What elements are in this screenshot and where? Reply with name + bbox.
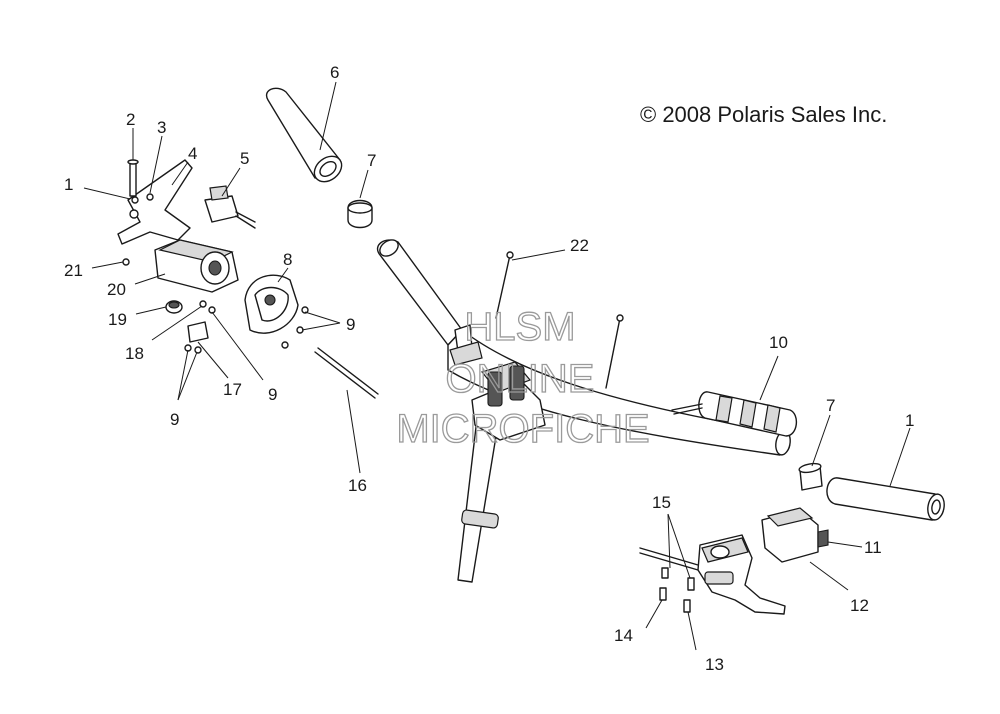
callout-label: 2 xyxy=(126,110,135,129)
callout-label: 10 xyxy=(769,333,788,352)
reservoir-cover xyxy=(761,507,829,563)
grommet xyxy=(165,300,183,314)
callout-label: 20 xyxy=(107,280,126,299)
cable-tie xyxy=(495,251,624,389)
callout-label: 5 xyxy=(240,149,249,168)
callout-label: 9 xyxy=(268,385,277,404)
grip-right xyxy=(826,477,945,521)
steering-column xyxy=(457,409,501,583)
callout-label: 15 xyxy=(652,493,671,512)
callout-label: 3 xyxy=(157,118,166,137)
callout-label: 14 xyxy=(614,626,633,645)
callout-label: 19 xyxy=(108,310,127,329)
copyright-notice: © 2008 Polaris Sales Inc. xyxy=(640,102,887,127)
mount-plate xyxy=(184,321,209,354)
throttle-cable xyxy=(314,347,379,399)
callout-label: 21 xyxy=(64,261,83,280)
callout-label: 9 xyxy=(170,410,179,429)
callout-label: 1 xyxy=(905,411,914,430)
callout-label: 7 xyxy=(826,396,835,415)
watermark-line-3: MICROFICHE xyxy=(396,407,649,451)
bar-end-plug-right xyxy=(798,462,823,491)
callout-label: 18 xyxy=(125,344,144,363)
callout-labels: 1 2 3 4 5 6 7 8 9 9 9 10 7 1 11 12 13 14… xyxy=(64,63,914,674)
throttle-housing xyxy=(117,159,239,293)
watermark-line-2: ONLINE xyxy=(446,357,595,401)
handlebar-clamp xyxy=(449,324,546,441)
callout-label: 12 xyxy=(850,596,869,615)
callout-label: 1 xyxy=(64,175,73,194)
callout-label: 16 xyxy=(348,476,367,495)
kill-switch xyxy=(204,185,256,229)
callout-label: 11 xyxy=(864,538,882,557)
callout-label: 6 xyxy=(330,63,339,82)
callout-label: 8 xyxy=(283,250,292,269)
grip-left xyxy=(265,87,343,183)
heated-grip xyxy=(671,391,797,437)
watermark-line-1: HLSM xyxy=(464,305,575,349)
callout-label: 4 xyxy=(188,144,197,163)
throttle-cover xyxy=(244,274,299,334)
callout-label: 7 xyxy=(367,151,376,170)
brake-master-cylinder xyxy=(639,534,786,615)
cover-screws xyxy=(208,306,309,349)
nut xyxy=(199,300,207,308)
callout-label: 22 xyxy=(570,236,589,255)
leader-lines xyxy=(83,81,911,651)
callout-label: 13 xyxy=(705,655,724,674)
callout-label: 9 xyxy=(346,315,355,334)
bar-end-plug-upper xyxy=(347,199,373,229)
callout-label: 17 xyxy=(223,380,242,399)
watermark: HLSM ONLINE MICROFICHE xyxy=(396,304,651,451)
master-cylinder-screws xyxy=(659,567,695,613)
